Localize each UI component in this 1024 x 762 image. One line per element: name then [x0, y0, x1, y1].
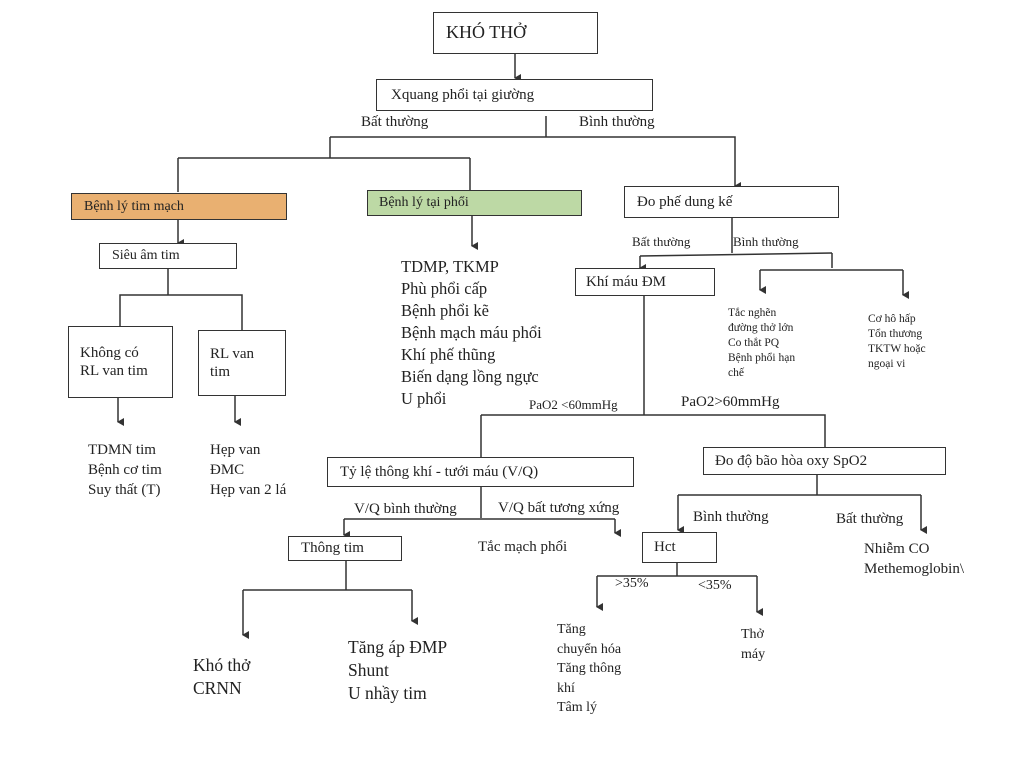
label-spiro-abnormal: Bất thường — [632, 234, 691, 249]
outcome-item: U phổi — [401, 389, 447, 408]
label-pao2-low: PaO2 <60mmHg — [529, 397, 618, 412]
node-spirometry: Đo phế dung kế — [624, 186, 839, 218]
node-echo-label: Siêu âm tim — [112, 248, 180, 263]
outcome-item: Tăng thông — [557, 661, 622, 676]
node-cath-label: Thông tim — [301, 540, 364, 556]
outcome-item: chế — [728, 367, 744, 379]
outcome-item: Cơ hô hấp — [868, 313, 916, 325]
outcome-item: Hẹp van 2 lá — [210, 482, 287, 498]
node-valve-line2: tim — [210, 364, 231, 381]
node-xray-label: Xquang phổi tại giường — [391, 87, 535, 103]
outcome-item: Suy thất (T) — [88, 482, 161, 498]
outcome-item: Thở — [741, 627, 764, 642]
outcome-item: Methemoglobin\ — [864, 561, 964, 577]
outcome-item: ĐMC — [210, 462, 245, 478]
outcome-neuro-list: Cơ hô hấp Tổn thương TKTW hoặc ngoại vi — [868, 312, 926, 372]
outcome-item: khí — [557, 680, 575, 696]
outcome-item: Tăng áp ĐMP — [348, 637, 448, 657]
outcome-item: Bệnh mạch máu phổi — [401, 323, 542, 342]
label-vq-mismatch: V/Q bất tương xứng — [498, 500, 620, 516]
outcome-item: Tổn thương — [868, 328, 923, 340]
outcome-item: Phù phổi cấp — [401, 279, 488, 298]
outcome-hct-high-list: Tăng chuyển hóa Tăng thông khí Tâm lý — [557, 620, 621, 718]
outcome-item: Tắc nghẽn — [728, 307, 777, 319]
outcome-item: TKTW hoặc — [868, 343, 926, 355]
outcome-item: máy — [741, 647, 766, 662]
edge-spiro-branch — [639, 252, 833, 257]
node-root-label: KHÓ THỞ — [446, 22, 527, 42]
outcome-item: Hẹp van — [210, 442, 261, 458]
edge-echo-split — [119, 294, 243, 330]
outcome-item: TDMN tim — [88, 442, 156, 458]
outcome-item: TDMP, TKMP — [401, 257, 499, 276]
node-cardiac: Bệnh lý tim mạch — [71, 193, 287, 220]
node-valve-line1: RL van — [210, 346, 255, 362]
edge-xray-normal — [330, 136, 741, 190]
outcome-item: Tăng — [557, 622, 586, 637]
outcome-item: Shunt — [348, 660, 389, 680]
node-spo2: Đo độ bão hòa oxy SpO2 — [703, 447, 946, 475]
node-spo2-label: Đo độ bão hòa oxy SpO2 — [715, 453, 868, 469]
outcome-item: Nhiễm CO — [864, 541, 930, 557]
outcome-airway-list: Tắc nghẽn đường thở lớn Co thắt PQ Bệnh … — [728, 306, 795, 381]
outcome-item: Bệnh cơ tim — [88, 462, 162, 478]
node-abg-label: Khí máu ĐM — [586, 274, 666, 290]
node-vq-label: Tỷ lệ thông khí - tưới máu (V/Q) — [340, 464, 539, 480]
label-vq-normal: V/Q bình thường — [354, 501, 457, 517]
label-spo2-normal: Bình thường — [693, 509, 769, 525]
outcome-lung-list: TDMP, TKMP Phù phổi cấp Bệnh phổi kẽ Bện… — [401, 256, 542, 410]
node-abg: Khí máu ĐM — [575, 268, 715, 296]
outcome-item: Bệnh phổi kẽ — [401, 301, 489, 320]
node-echo: Siêu âm tim — [99, 243, 237, 269]
node-root: KHÓ THỞ — [433, 12, 598, 54]
outcome-embolism: Tắc mạch phổi — [478, 539, 568, 555]
outcome-item: Tâm lý — [557, 700, 598, 715]
outcome-item: CRNN — [193, 678, 242, 698]
node-hct-label: Hct — [654, 539, 676, 555]
node-no-valve: Không có RL van tim — [68, 326, 173, 398]
outcome-item: đường thở lớn — [728, 322, 794, 334]
outcome-item: chuyển hóa — [557, 641, 622, 657]
outcome-cath-left-list: Khó thở CRNN — [193, 654, 250, 700]
label-xray-normal: Bình thường — [579, 114, 655, 130]
node-cardiac-label: Bệnh lý tim mạch — [84, 199, 184, 214]
node-xray: Xquang phổi tại giường — [376, 79, 653, 111]
outcome-cath-right-list: Tăng áp ĐMP Shunt U nhầy tim — [348, 636, 447, 705]
node-spirometry-label: Đo phế dung kế — [637, 194, 733, 210]
outcome-valve-list: Hẹp van ĐMC Hẹp van 2 lá — [210, 440, 286, 500]
edge-pao2 — [481, 414, 826, 447]
node-no-valve-line1: Không có — [80, 345, 139, 361]
label-xray-abnormal: Bất thường — [361, 114, 429, 130]
node-no-valve-line2: RL van tim — [80, 363, 148, 380]
outcome-item: Biến dạng lồng ngực — [401, 367, 539, 386]
outcome-hct-low-list: Thở máy — [741, 625, 765, 665]
outcome-no-valve-list: TDMN tim Bệnh cơ tim Suy thất (T) — [88, 440, 162, 500]
label-spo2-abnormal: Bất thường — [836, 511, 904, 527]
outcome-item: Co thắt PQ — [728, 337, 780, 349]
node-lung-label: Bệnh lý tại phổi — [379, 195, 469, 210]
label-hct-low: <35% — [698, 578, 732, 593]
label-pao2-high: PaO2>60mmHg — [681, 394, 780, 410]
outcome-co-list: Nhiễm CO Methemoglobin\ — [864, 539, 964, 579]
node-hct: Hct — [642, 532, 717, 563]
outcome-item: ngoại vi — [868, 358, 906, 370]
node-vq: Tỷ lệ thông khí - tưới máu (V/Q) — [327, 457, 634, 487]
node-cath: Thông tim — [288, 536, 402, 561]
label-hct-high: >35% — [615, 576, 649, 591]
label-spiro-normal: Bình thường — [733, 234, 799, 249]
outcome-item: U nhầy tim — [348, 683, 427, 703]
outcome-item: Bệnh phổi hạn — [728, 352, 796, 364]
node-lung: Bệnh lý tại phổi — [367, 190, 582, 216]
outcome-item: Khó thở — [193, 655, 251, 675]
node-valve: RL van tim — [198, 330, 286, 396]
outcome-item: Khí phế thũng — [401, 345, 496, 364]
